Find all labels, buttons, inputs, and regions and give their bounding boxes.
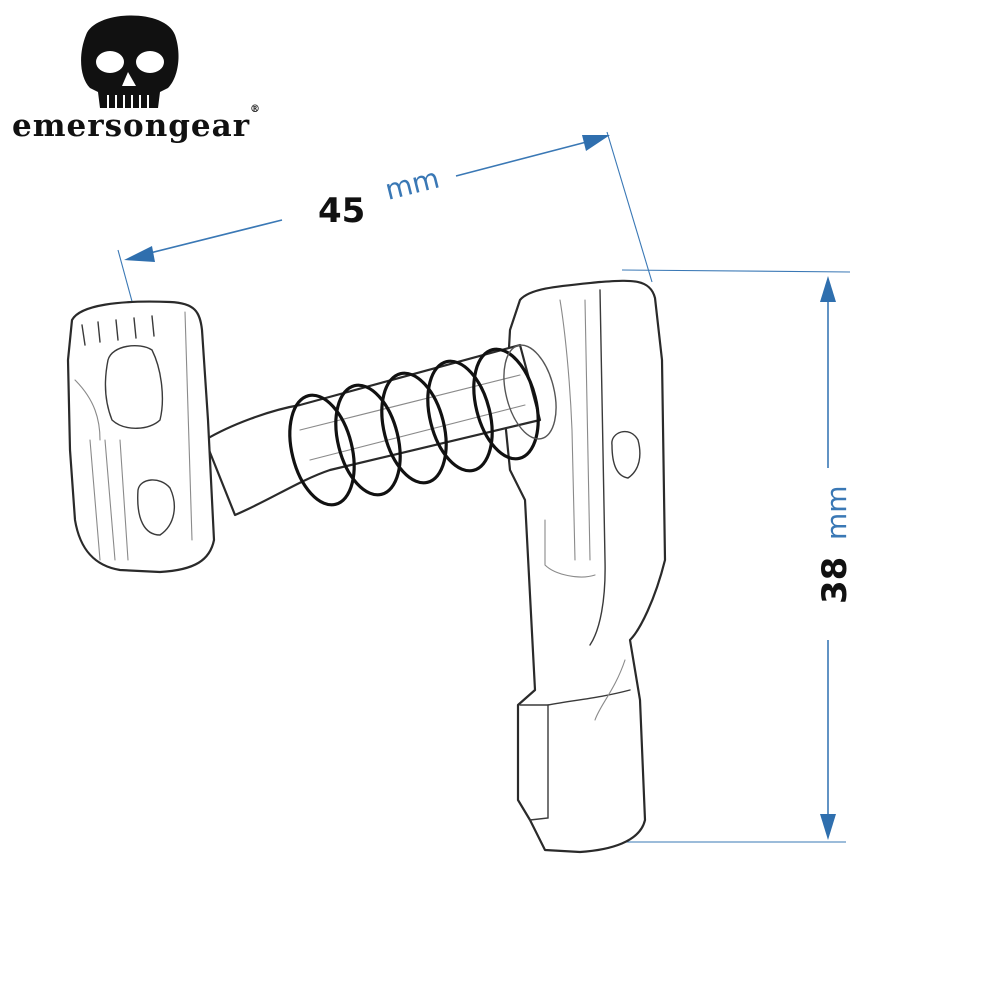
height-extension-line-top (621, 269, 851, 273)
width-dimension: 45 mm (117, 131, 653, 306)
width-arrow-left (124, 246, 155, 262)
width-extension-line-right (606, 131, 653, 283)
brand-logo: emersongear ® (12, 15, 261, 144)
spring (288, 344, 557, 507)
release-shaft (203, 343, 542, 517)
height-arrow-bottom (820, 814, 836, 840)
width-dimension-line-right (455, 138, 599, 177)
height-dimension: 38 mm (610, 269, 855, 843)
width-unit: mm (382, 162, 443, 207)
height-value: 38 (815, 557, 855, 604)
magazine-release-part (66, 279, 667, 854)
height-unit: mm (820, 485, 853, 540)
width-arrow-right (582, 135, 610, 151)
brand-name: emersongear (12, 108, 250, 144)
brand-trademark: ® (250, 104, 261, 115)
skull-icon (81, 15, 179, 108)
catch-lever (503, 279, 667, 854)
height-arrow-top (820, 276, 836, 302)
release-button (66, 300, 216, 574)
width-extension-line-left (117, 249, 134, 306)
width-dimension-line-left (129, 219, 283, 259)
width-value: 45 (318, 191, 365, 231)
